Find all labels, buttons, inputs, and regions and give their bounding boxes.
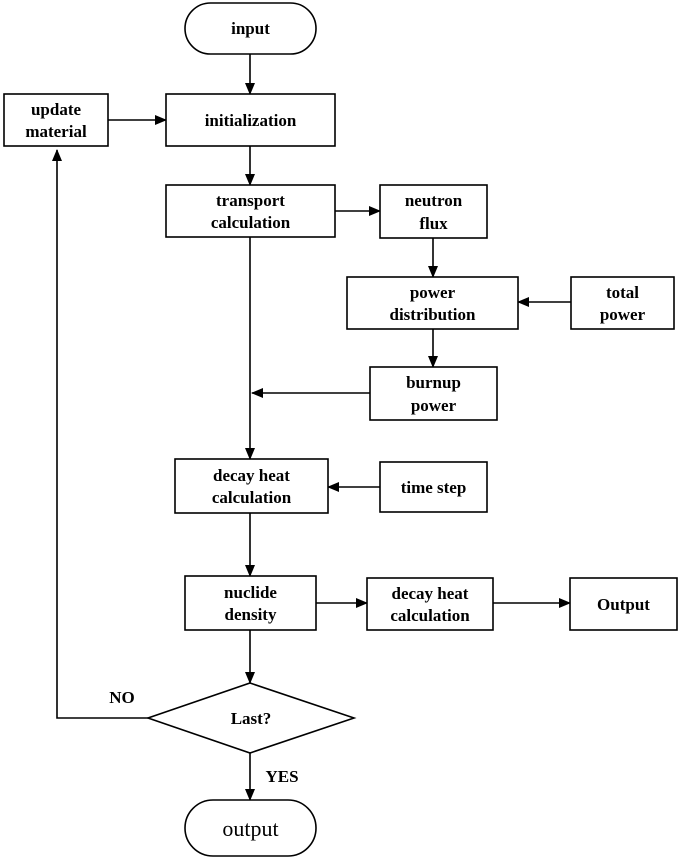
update-material-label-line2: material	[25, 122, 87, 141]
nuclide-density-box: nuclide density	[184, 575, 317, 631]
power-distribution-label-line1: power	[410, 283, 456, 302]
output-terminal: output	[184, 799, 317, 857]
output-box-label: Output	[597, 595, 650, 614]
neutron-flux-label-line2: flux	[419, 214, 448, 233]
update-material-box: update material	[3, 93, 109, 147]
last-decision-label: Last?	[231, 709, 272, 728]
output-box: Output	[569, 577, 678, 631]
time-step-box: time step	[379, 461, 488, 513]
power-distribution-label-line2: distribution	[390, 305, 477, 324]
decay-heat-1-label-line2: calculation	[212, 488, 292, 507]
yes-label: YES	[265, 767, 298, 786]
total-power-box: total power	[570, 276, 675, 330]
decay-heat-calculation-box-2: decay heat calculation	[366, 577, 494, 631]
nuclide-density-label-line2: density	[225, 605, 277, 624]
decay-heat-2-label-line2: calculation	[390, 606, 470, 625]
decay-heat-2-label-line1: decay heat	[392, 584, 469, 603]
time-step-label: time step	[401, 478, 467, 497]
burnup-power-box: burnup power	[369, 366, 498, 421]
burnup-power-label-line2: power	[411, 396, 457, 415]
initialization-label: initialization	[205, 111, 297, 130]
total-power-label-line1: total	[606, 283, 639, 302]
power-distribution-box: power distribution	[346, 276, 519, 330]
transport-label-line2: calculation	[211, 213, 291, 232]
update-material-label-line1: update	[31, 100, 82, 119]
connectors	[52, 54, 571, 801]
total-power-label-line2: power	[600, 305, 646, 324]
last-decision: Last?	[145, 682, 357, 754]
edge-last-no-loop	[52, 149, 148, 719]
neutron-flux-box: neutron flux	[379, 184, 488, 239]
decay-heat-1-label-line1: decay heat	[213, 466, 290, 485]
input-label: input	[231, 19, 270, 38]
transport-calculation-box: transport calculation	[165, 184, 336, 238]
initialization-box: initialization	[165, 93, 336, 147]
input-terminal: input	[184, 2, 317, 55]
neutron-flux-label-line1: neutron	[405, 191, 463, 210]
decay-heat-calculation-box-1: decay heat calculation	[174, 458, 329, 514]
output-terminal-label: output	[222, 816, 278, 841]
nuclide-density-label-line1: nuclide	[224, 583, 277, 602]
transport-label-line1: transport	[216, 191, 285, 210]
burnup-power-label-line1: burnup	[406, 373, 461, 392]
no-label: NO	[109, 688, 135, 707]
